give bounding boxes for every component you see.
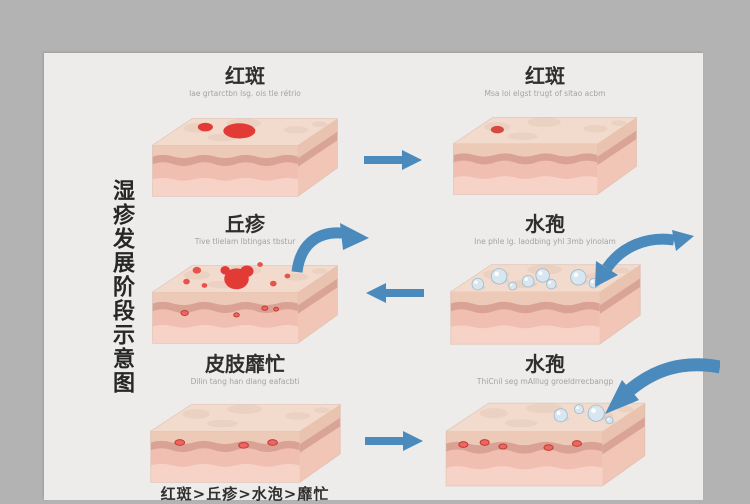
stage-label: 水孢 [525, 352, 565, 376]
arrow-stage1-to-stage2-icon [364, 149, 422, 171]
arrow-into-stage6-icon [594, 354, 720, 418]
skin-block-illustration [145, 256, 345, 351]
skin-block-illustration [145, 109, 345, 204]
stage-label: 红斑 [225, 64, 265, 88]
stage-label: 丘疹 [225, 212, 265, 236]
skin-block-illustration [143, 395, 348, 490]
skin-block-illustration [438, 393, 653, 494]
stage-panel-papule: 丘疹 Tive tlielam lbtingas tbstur [105, 212, 385, 351]
diagram-title: 湿疹发展阶段示意图 [109, 179, 134, 395]
arrow-stage4-to-stage3-icon [366, 282, 424, 304]
arrow-stage3-up-right-icon [290, 222, 374, 278]
stage-subtitle: Tive tlielam lbtingas tbstur [194, 237, 296, 246]
stage-panel-erythema-1: 红斑 Iae grtarctbn lsg. ois tle rétrio [105, 64, 385, 204]
arrow-stage5-to-stage6-icon [365, 430, 423, 452]
stage-panel-blister-2: 水孢 ThiCnil seg mAlllug groeldrrecbangp [405, 352, 685, 494]
stage-panel-erythema-2: 红斑 Msa loi elgst trugt of sltao acbm [405, 64, 685, 202]
stage-subtitle: Msa loi elgst trugt of sltao acbm [484, 89, 606, 98]
stage-subtitle: ThiCnil seg mAlllug groeldrrecbangp [476, 377, 614, 386]
skin-block-illustration [446, 108, 644, 202]
stage-subtitle: Dilin tang han dlang eafacbti [190, 377, 300, 386]
progression-caption: 红斑>丘疹>水泡>靡忙 [160, 485, 330, 503]
stage-label: 水孢 [525, 212, 565, 236]
stage-label: 皮肢靡忙 [205, 352, 285, 376]
stage-subtitle: Iae grtarctbn lsg. ois tle rétrio [189, 89, 301, 98]
arrow-stage4-double-curve-icon [588, 224, 700, 294]
stage-label: 红斑 [525, 64, 565, 88]
stage-panel-erosion: 皮肢靡忙 Dilin tang han dlang eafacbti [105, 352, 385, 490]
stage-subtitle: Ine phle lg. laodbing yhl 3mb yinolam [474, 237, 616, 246]
